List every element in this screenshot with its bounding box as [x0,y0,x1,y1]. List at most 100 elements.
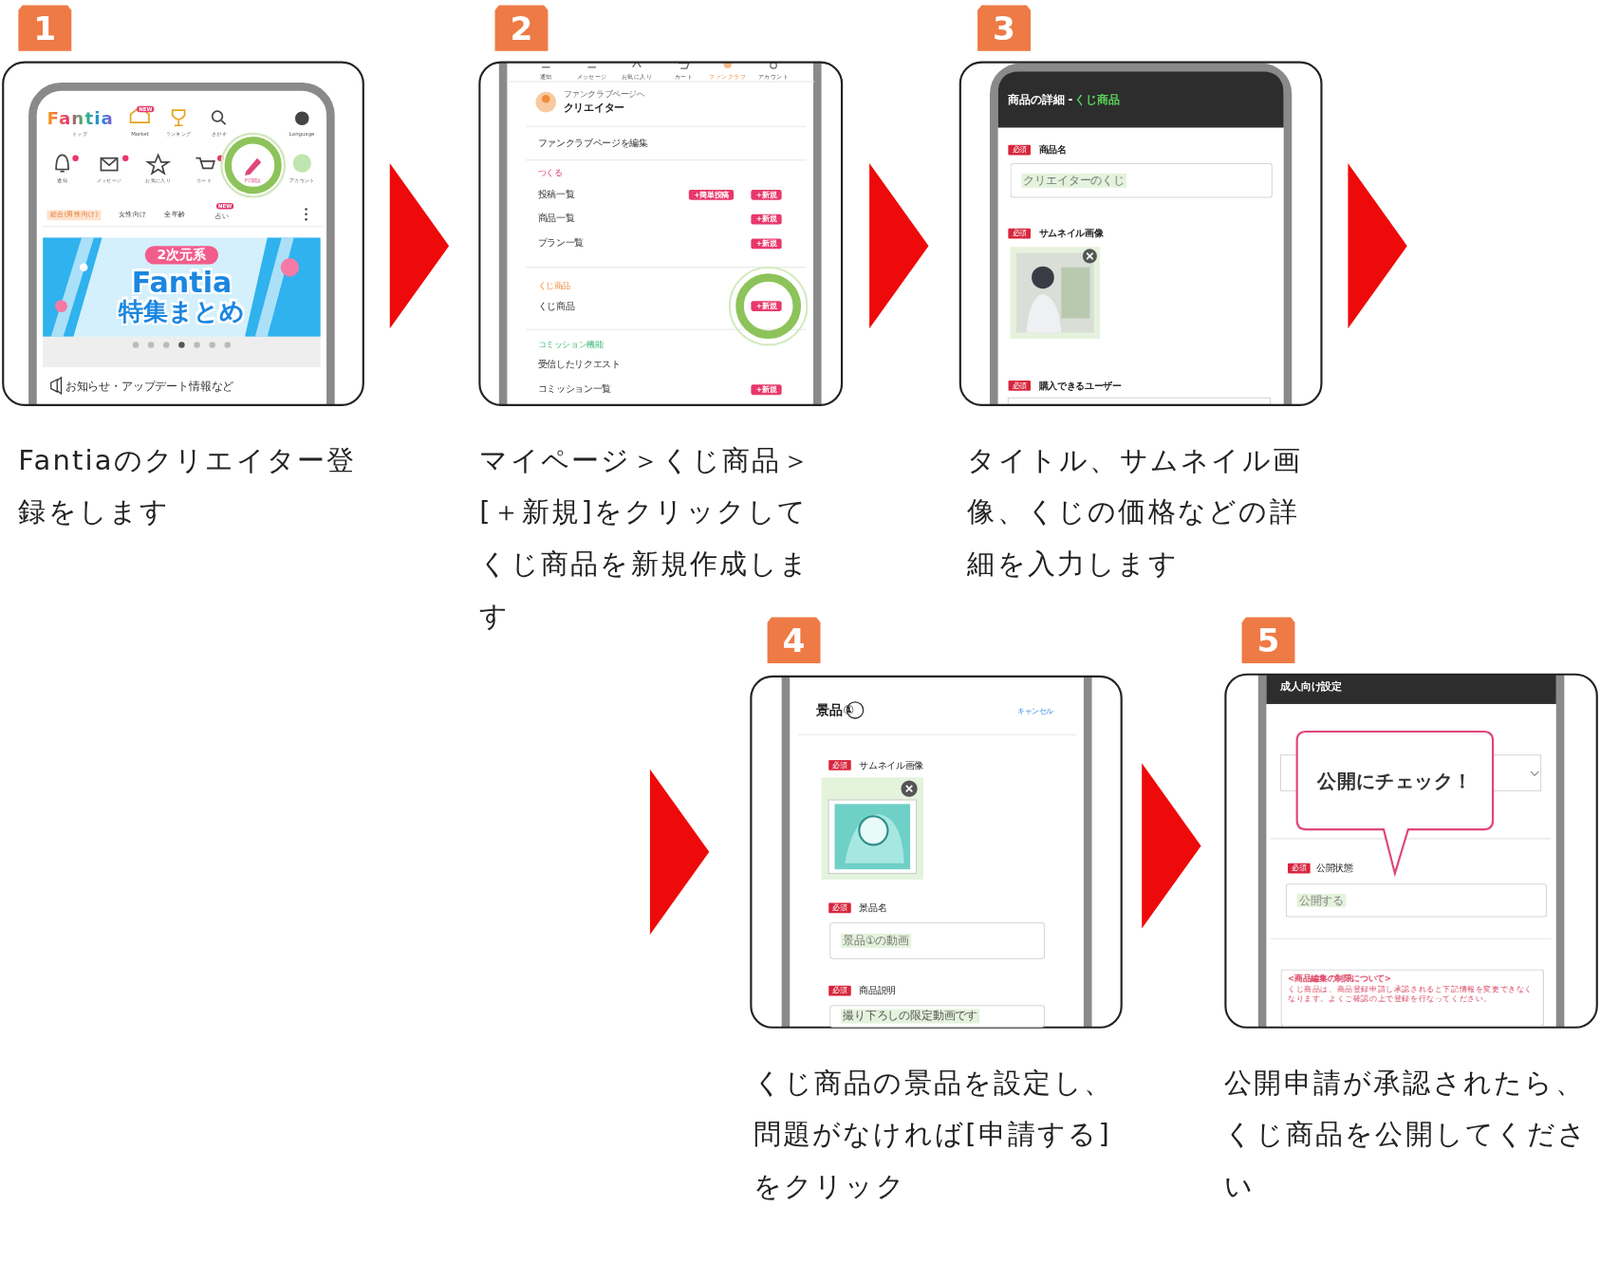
ui-label: くじ商品 [1074,92,1119,106]
step-caption: Fantiaのクリエイター登録をします [18,433,366,539]
required-badge: 必須 [1007,145,1031,156]
step-caption: 公開申請が承認されたら、くじ商品を公開してください [1224,1056,1594,1213]
ui-label: カート [196,177,212,184]
ui-label: 商品一覧 [538,212,576,224]
step-number: 3 [977,9,1031,49]
new-button: +新規 [750,300,782,312]
step-frame: 5公開申請が承認されたら、くじ商品を公開してください成人向け設定必須公開状態公開… [1224,673,1599,1029]
ui-label: 全年齢 [164,211,187,220]
required-badge: 必須 [1007,380,1031,391]
ui-label: アカウント [758,72,789,80]
ui-label: カート [674,72,693,80]
ui-label: お気に入り [621,72,652,80]
ui-label: サムネイル画像 [858,760,924,772]
ui-label: 通知 [56,177,68,184]
ui-label: くじ商品 [538,300,576,313]
new-badge: NEW [136,106,154,112]
ui-label: お気に入り [145,177,171,184]
field-value: 景品①の動画 [840,933,912,948]
flow-arrow [390,163,449,329]
required-badge: 必須 [828,903,852,914]
banner-title: Fantia [131,265,233,300]
new-button: +新規 [750,214,782,225]
arrow-triangle [1141,762,1201,929]
callout-text: 公開にチェック！ [1317,768,1472,793]
required-badge: 必須 [1287,863,1311,875]
input-field: クリエイターのくじ [1010,163,1273,199]
new-button: +新規 [750,189,782,201]
ui-label: 成人向け設定 [1280,680,1342,693]
ui-label: 占い [215,213,230,222]
ui-label: 受信したリクエスト [538,358,621,371]
select-field: 公開する [1285,883,1547,917]
phone-screen [785,676,1088,1028]
ui-label: 商品名 [1039,144,1067,156]
phone-screen [1262,674,1561,1028]
step-caption: くじ商品の景品を設定し、問題がなければ[申請する]をクリック [753,1056,1123,1213]
field-value: クリエイターのくじ [1021,173,1127,187]
step-number: 2 [495,9,549,49]
required-badge: 必須 [828,760,852,771]
required-badge: 必須 [1007,228,1031,240]
step-caption: タイトル、サムネイル画像、くじの価格などの詳細を入力します [967,433,1315,591]
ui-label: コミッション一覧 [538,383,612,395]
ui-label: 通知 [539,72,553,80]
arrow-triangle [1347,163,1407,329]
ui-label: ファンクラブページへ [563,90,646,100]
logo-text: Fantia [46,108,114,130]
ui-label: つくる [538,167,563,178]
step-number: 5 [1242,621,1296,661]
ui-label: 公開状態 [1316,862,1354,875]
ui-label: プラン一覧 [538,237,584,249]
step-frame: 1Fantiaのクリエイター登録をしますFantiaNEWトップMarketラン… [1,61,365,407]
ui-label: くじ商品は、商品登録申請し承認されると下記情報を変更できなくなります。よくご確認… [1287,985,1537,1005]
ui-label: メッセージ [576,72,608,80]
new-button: +新規 [750,239,782,250]
ui-label: ファンクラブ [708,72,746,80]
new-button: +簡単投稿 [688,189,734,201]
ui-label: 購入できるユーザー [1039,380,1122,392]
ui-label: キャンセル [1017,706,1054,716]
flow-arrow [1141,762,1201,929]
required-badge: 必須 [828,986,852,997]
ui-label: Market [130,130,149,137]
ui-label: トップ [72,130,88,137]
ui-label: Language [289,130,316,137]
step-number: 1 [18,9,72,49]
ui-label: 商品の詳細 - [1007,92,1073,106]
ui-label: 女性向け [118,211,148,220]
phone-screen [502,62,818,406]
step-number: 4 [767,621,821,661]
field-value: 公開する [1297,893,1347,908]
ui-label: くじ商品 [538,281,571,292]
phone-screen [32,86,331,405]
step-caption: マイページ＞くじ商品＞[＋新規]をクリックしてくじ商品を新規作成します [479,433,832,642]
arrow-triangle [390,163,449,329]
flow-arrow [869,163,929,329]
ui-label: ファンクラブページを編集 [538,137,649,149]
ui-label: FC開設 [244,177,262,184]
input-field: 撮り下ろしの限定動画です [829,1004,1045,1028]
ui-label: 投稿一覧 [538,187,576,200]
ui-label: コミッション機能 [538,339,604,350]
callout-bubble: 公開にチェック！ [1296,730,1495,831]
arrow-triangle [650,769,709,935]
arrow-triangle [869,163,929,329]
banner-tag: 2次元系 [145,245,219,264]
ui-label: メッセージ [96,177,123,184]
ui-label: 景品名 [858,902,887,914]
new-badge: NEW [216,203,234,209]
field-value: 撮り下ろしの限定動画です [840,1009,980,1024]
step-frame: 3タイトル、サムネイル画像、くじの価格などの詳細を入力します商品の詳細 -くじ商… [959,61,1323,407]
ui-label: クリエイター [563,102,626,115]
new-button: +新規 [750,384,782,395]
ui-label: ランキング [166,130,192,137]
ui-label: アカウント [289,177,316,184]
ui-label: さがす [211,130,227,137]
ui-label: 景品① [816,702,855,719]
ui-label: 商品説明 [858,985,896,997]
tab-label: 総合(男性向け) [46,210,101,222]
phone-screen [993,67,1288,406]
banner-title: 特集まとめ [118,296,244,326]
ui-label: <商品編集の制限について> [1287,974,1537,986]
